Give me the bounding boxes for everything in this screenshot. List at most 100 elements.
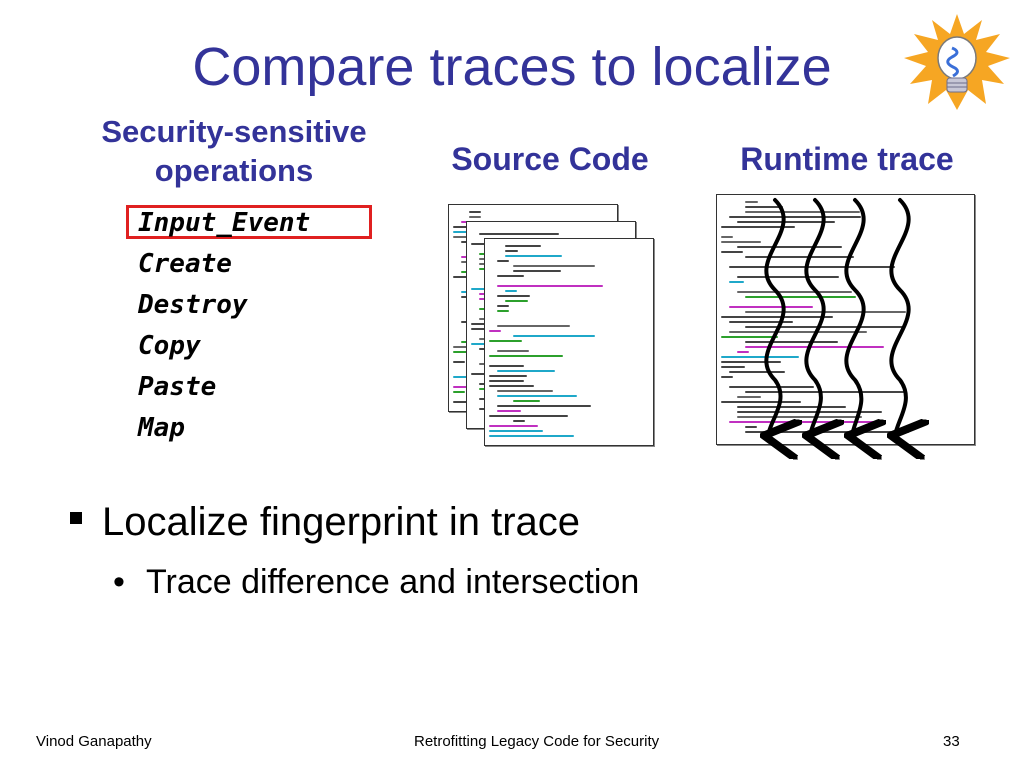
footer-talk-title: Retrofitting Legacy Code for Security	[414, 733, 660, 750]
code-line	[497, 310, 509, 312]
code-line	[737, 406, 846, 408]
code-line	[737, 246, 842, 248]
code-line	[497, 390, 553, 392]
lightbulb-icon	[904, 14, 1010, 110]
code-line	[729, 216, 861, 218]
code-line	[497, 285, 603, 287]
runtime-trace-header: Runtime trace	[740, 141, 954, 177]
code-line	[729, 306, 813, 308]
code-line	[489, 385, 534, 387]
code-line	[721, 316, 833, 318]
code-line	[745, 326, 903, 328]
code-line	[489, 435, 574, 437]
operation-item: Copy	[138, 331, 201, 361]
code-line	[505, 300, 528, 302]
code-line	[721, 401, 801, 403]
code-line	[497, 405, 591, 407]
code-line	[489, 380, 524, 382]
operation-item: Create	[138, 249, 232, 279]
code-line	[729, 371, 785, 373]
code-line	[489, 415, 568, 417]
code-line	[745, 431, 909, 433]
code-line	[745, 341, 838, 343]
code-line	[489, 355, 563, 357]
code-line	[745, 211, 860, 213]
code-line	[513, 270, 561, 272]
code-line	[505, 255, 562, 257]
code-line	[489, 430, 543, 432]
footer-author: Vinod Ganapathy	[36, 733, 152, 750]
code-line	[721, 251, 743, 253]
code-line	[721, 236, 733, 238]
slide-title: Compare traces to localize	[192, 37, 832, 97]
code-line	[737, 276, 839, 278]
code-line	[729, 421, 875, 423]
operations-list: Input_Event Create Destroy Copy Paste Ma…	[138, 203, 310, 449]
code-line	[513, 420, 525, 422]
sub-bullet-text: Trace difference and intersection	[146, 563, 640, 601]
code-line	[497, 260, 509, 262]
code-line	[469, 216, 481, 218]
code-line	[497, 395, 577, 397]
code-line	[737, 291, 852, 293]
code-line	[729, 281, 744, 283]
code-line	[505, 290, 517, 292]
code-line	[505, 245, 541, 247]
code-line	[721, 376, 733, 378]
operations-header: Security-sensitive operations	[64, 113, 404, 191]
code-line	[745, 296, 856, 298]
code-line	[737, 416, 862, 418]
operation-item: Destroy	[138, 290, 248, 320]
round-bullet-icon: •	[113, 563, 125, 601]
footer-page-number: 33	[943, 733, 960, 750]
code-line	[513, 335, 595, 337]
bullet-text: Localize fingerprint in trace	[102, 500, 581, 544]
code-line	[745, 426, 757, 428]
code-line	[721, 226, 795, 228]
code-line	[497, 295, 530, 297]
code-line	[453, 361, 465, 363]
runtime-trace-page	[716, 194, 975, 445]
code-line	[489, 340, 522, 342]
code-line	[745, 311, 906, 313]
code-line	[453, 351, 469, 353]
square-bullet-icon	[70, 512, 82, 524]
code-line	[513, 265, 595, 267]
code-line	[497, 410, 521, 412]
operations-header-text: Security-sensitive operations	[101, 114, 367, 188]
highlight-box	[126, 205, 372, 239]
code-line	[497, 305, 509, 307]
code-line	[737, 411, 882, 413]
code-line	[737, 221, 835, 223]
code-line	[745, 346, 884, 348]
code-line	[469, 211, 481, 213]
code-line	[721, 356, 799, 358]
code-line	[489, 375, 527, 377]
code-line	[489, 330, 501, 332]
code-line	[745, 256, 854, 258]
operation-item: Input_Event	[138, 208, 311, 238]
code-line	[497, 325, 570, 327]
source-code-header: Source Code	[451, 141, 649, 177]
code-line	[489, 425, 538, 427]
operation-item: Paste	[138, 372, 217, 402]
code-line	[471, 343, 488, 345]
code-line	[721, 361, 781, 363]
code-line	[729, 321, 793, 323]
code-line	[497, 370, 555, 372]
code-line	[721, 366, 745, 368]
code-line	[489, 365, 524, 367]
operation-item: Map	[138, 413, 185, 443]
code-line	[745, 206, 783, 208]
source-code-page	[484, 238, 654, 446]
code-line	[513, 400, 540, 402]
code-line	[721, 241, 761, 243]
code-line	[497, 350, 529, 352]
code-line	[729, 331, 867, 333]
code-line	[497, 275, 524, 277]
code-line	[737, 351, 749, 353]
code-line	[479, 233, 559, 235]
code-line	[729, 386, 814, 388]
code-line	[745, 391, 904, 393]
code-line	[729, 266, 895, 268]
